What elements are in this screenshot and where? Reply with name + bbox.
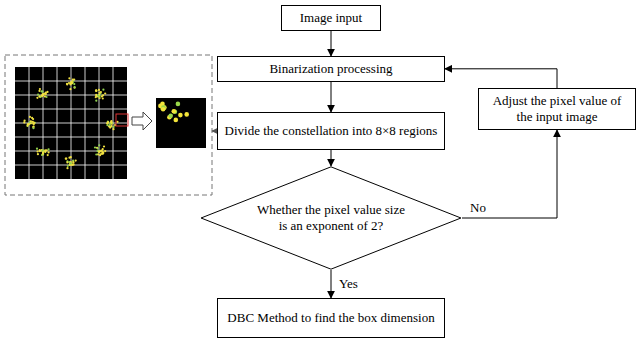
edge-label: Yes <box>337 276 360 292</box>
node-text: Divide the constellation into 8×8 region… <box>225 123 438 139</box>
zoom-marker <box>116 114 128 126</box>
constellation-points <box>23 77 118 169</box>
node-text: Adjust the pixel value of the input imag… <box>485 93 629 124</box>
node-text: Image input <box>300 10 362 26</box>
node-text: Whether the pixel value size is an expon… <box>256 202 406 233</box>
output-box: DBC Method to find the box dimension <box>217 298 445 338</box>
flow-arrow <box>445 69 557 88</box>
flow-arrow <box>331 270 332 298</box>
flow-arrow <box>331 31 332 56</box>
node-text: Binarization processing <box>269 61 392 77</box>
process-box: Adjust the pixel value of the input imag… <box>478 88 636 130</box>
flow-arrow <box>331 150 332 166</box>
decision-diamond: Whether the pixel value size is an expon… <box>200 166 462 270</box>
dashed-leader <box>212 131 216 132</box>
input-box: Image input <box>281 5 381 31</box>
zoom-points <box>158 102 189 123</box>
zoom-region <box>156 98 206 148</box>
zoom-arrow <box>132 112 152 130</box>
grid-image <box>15 67 127 179</box>
process-box: Divide the constellation into 8×8 region… <box>217 112 445 150</box>
edge-label: No <box>468 200 488 216</box>
dashed-frame <box>5 55 212 195</box>
flow-arrow <box>462 130 557 218</box>
process-box: Binarization processing <box>217 56 445 82</box>
flow-arrow <box>331 82 332 112</box>
grid-lines <box>15 67 127 179</box>
node-text: DBC Method to find the box dimension <box>227 310 434 326</box>
